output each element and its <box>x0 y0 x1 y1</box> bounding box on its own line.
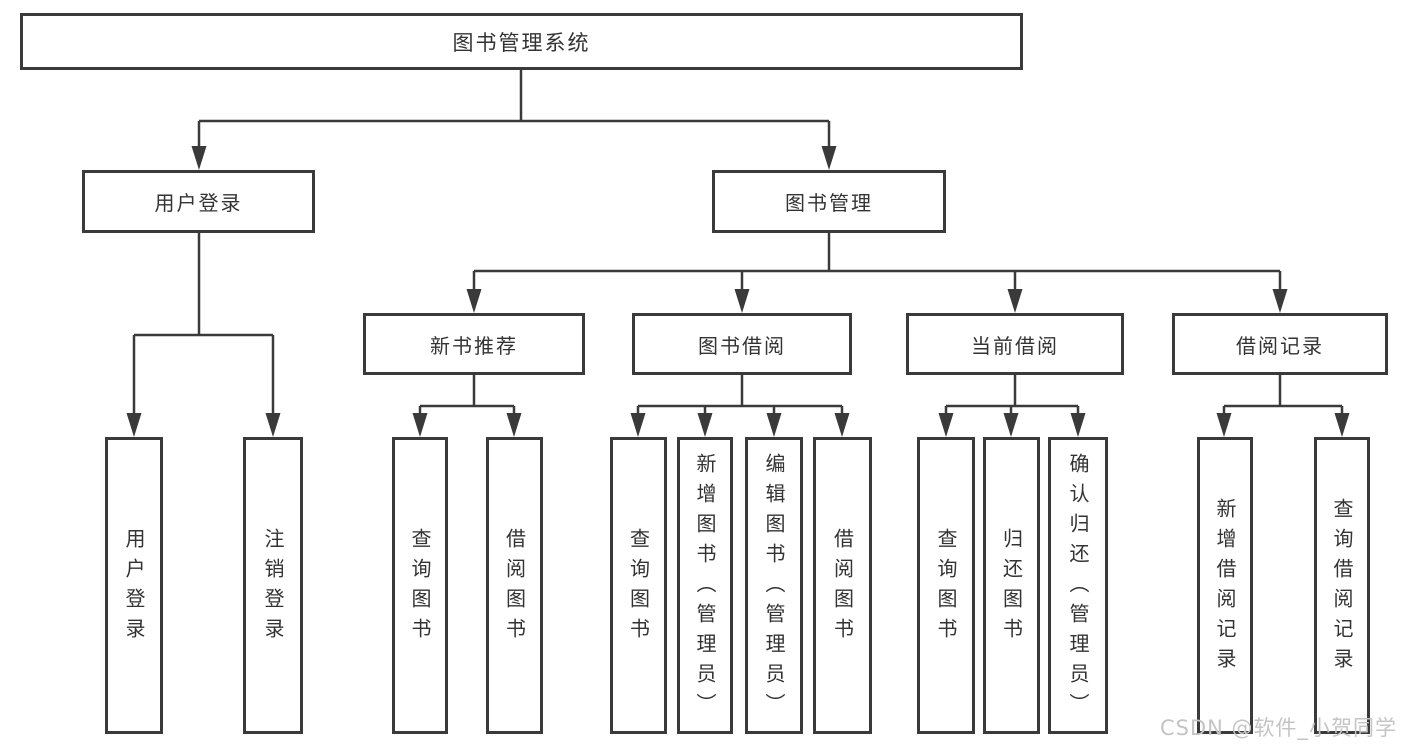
leaf-query-borrow-record: 查询借阅记录 <box>1314 437 1370 734</box>
node-book-borrow: 图书借阅 <box>632 313 852 375</box>
node-borrow-records: 借阅记录 <box>1172 313 1388 375</box>
leaf-logout: 注销登录 <box>243 437 303 734</box>
leaf-add-books-admin: 新增图书（管理员） <box>677 437 733 734</box>
csdn-watermark: CSDN @软件_小贺同学 <box>1160 716 1398 740</box>
leaf-user-login: 用户登录 <box>105 437 163 734</box>
leaf-query-books-borrow: 查询图书 <box>610 437 667 734</box>
node-book-management-module: 图书管理 <box>712 170 946 233</box>
leaf-borrow-books: 借阅图书 <box>813 437 872 734</box>
leaf-query-books-recommend: 查询图书 <box>392 437 448 734</box>
node-current-borrow: 当前借阅 <box>906 313 1124 375</box>
node-user-login-module: 用户登录 <box>82 170 315 233</box>
leaf-add-borrow-record: 新增借阅记录 <box>1197 437 1253 734</box>
leaf-confirm-return-admin: 确认归还（管理员） <box>1048 437 1108 734</box>
leaf-return-books: 归还图书 <box>983 437 1040 734</box>
leaf-borrow-books-recommend: 借阅图书 <box>486 437 543 734</box>
leaf-query-books-current: 查询图书 <box>917 437 975 734</box>
node-new-book-recommend: 新书推荐 <box>363 313 585 375</box>
leaf-edit-books-admin: 编辑图书（管理员） <box>745 437 803 734</box>
node-root-system: 图书管理系统 <box>20 13 1023 70</box>
